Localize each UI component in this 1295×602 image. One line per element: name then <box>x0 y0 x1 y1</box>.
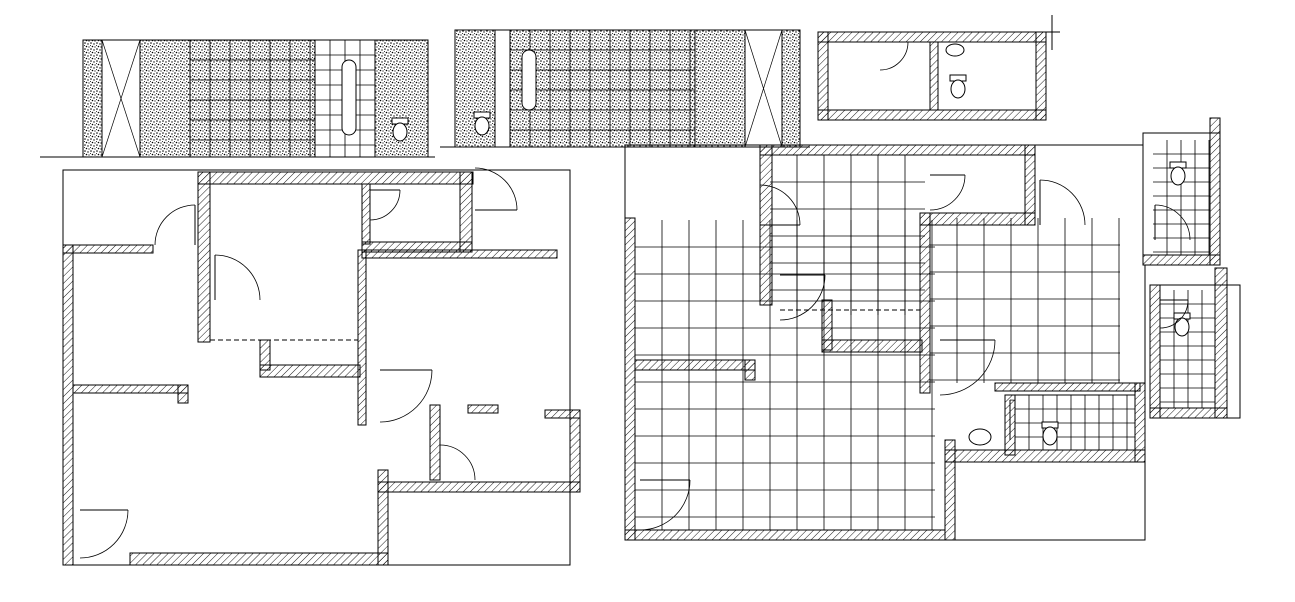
wall <box>459 171 473 253</box>
toilet-bowl-icon <box>1170 166 1186 186</box>
stone-panel <box>82 39 103 158</box>
wall <box>259 364 361 378</box>
wall <box>361 249 558 259</box>
wall <box>197 171 474 185</box>
wall <box>361 183 371 245</box>
stone-panel <box>694 29 746 148</box>
toilet-bowl-icon <box>1042 426 1058 446</box>
wall <box>994 382 1141 392</box>
stone-panel <box>189 39 316 158</box>
wall <box>357 249 367 426</box>
wall <box>817 31 1047 43</box>
door-swing-arc <box>639 479 691 531</box>
bathroom-tile-area <box>1014 394 1136 451</box>
cross-line <box>744 29 783 148</box>
sink-icon <box>968 428 992 446</box>
wall <box>821 299 833 351</box>
wall <box>944 449 1146 463</box>
wall <box>377 481 581 493</box>
wall <box>1035 31 1047 121</box>
wall <box>1149 407 1228 419</box>
wall <box>744 359 756 381</box>
wall <box>72 384 189 394</box>
bathroom-plan-top <box>817 15 1060 121</box>
door-swing-arc <box>369 189 401 221</box>
door-swing-arc <box>214 254 261 301</box>
wall <box>944 439 956 541</box>
wall <box>569 409 581 493</box>
wall <box>62 244 154 254</box>
wall <box>429 404 441 481</box>
cross-line <box>101 39 141 158</box>
elevation-middle <box>440 29 810 148</box>
wall <box>1209 117 1221 266</box>
door-swing-arc <box>779 274 826 321</box>
door-swing-arc <box>79 509 129 559</box>
plan-outline <box>1142 132 1221 266</box>
elevation-left <box>40 39 435 158</box>
wall <box>919 212 1036 226</box>
bathtub-icon <box>521 49 537 111</box>
wall <box>817 109 1047 121</box>
wall <box>634 359 756 371</box>
wall <box>624 217 636 541</box>
door-swing-arc <box>759 184 801 226</box>
bathtub-icon <box>341 59 357 136</box>
wall <box>377 469 389 566</box>
door-swing-arc <box>439 444 476 481</box>
toilet-bowl-icon <box>950 79 966 99</box>
door-swing-arc <box>1039 179 1086 226</box>
wall <box>759 144 1036 156</box>
wall <box>817 31 829 121</box>
door-swing-arc <box>474 167 518 211</box>
sink-icon <box>945 43 965 57</box>
floor-plan-right-tiled <box>624 144 1146 541</box>
stone-panel <box>139 39 191 158</box>
door-swing-arc <box>929 174 966 211</box>
stone-panel <box>781 29 801 148</box>
door-swing-arc <box>1159 299 1189 329</box>
toilet-bowl-icon <box>474 116 490 136</box>
door-swing-arc <box>1154 204 1191 241</box>
wall <box>821 339 923 353</box>
door-swing-arc <box>154 204 196 246</box>
wall <box>467 404 499 414</box>
toilet-bowl-icon <box>392 122 408 142</box>
wall <box>177 384 189 404</box>
wall <box>1149 284 1161 419</box>
wall <box>1134 382 1146 463</box>
wall <box>1214 267 1228 419</box>
wall <box>129 552 389 566</box>
stone-panel <box>509 29 696 148</box>
wall <box>1142 254 1221 266</box>
door-swing-arc <box>939 339 996 396</box>
door-swing-arc <box>879 41 909 71</box>
bathroom-plan-right-2 <box>1149 267 1241 419</box>
floor-plan-left <box>62 167 581 566</box>
wall <box>929 41 939 111</box>
bathroom-plan-right-1 <box>1142 117 1221 266</box>
toilet-bowl-icon <box>1174 317 1190 337</box>
wall <box>259 339 271 371</box>
wall <box>919 212 931 394</box>
wall <box>624 529 946 541</box>
wall <box>197 171 211 343</box>
door-swing-arc <box>379 369 433 423</box>
wall <box>62 244 74 566</box>
